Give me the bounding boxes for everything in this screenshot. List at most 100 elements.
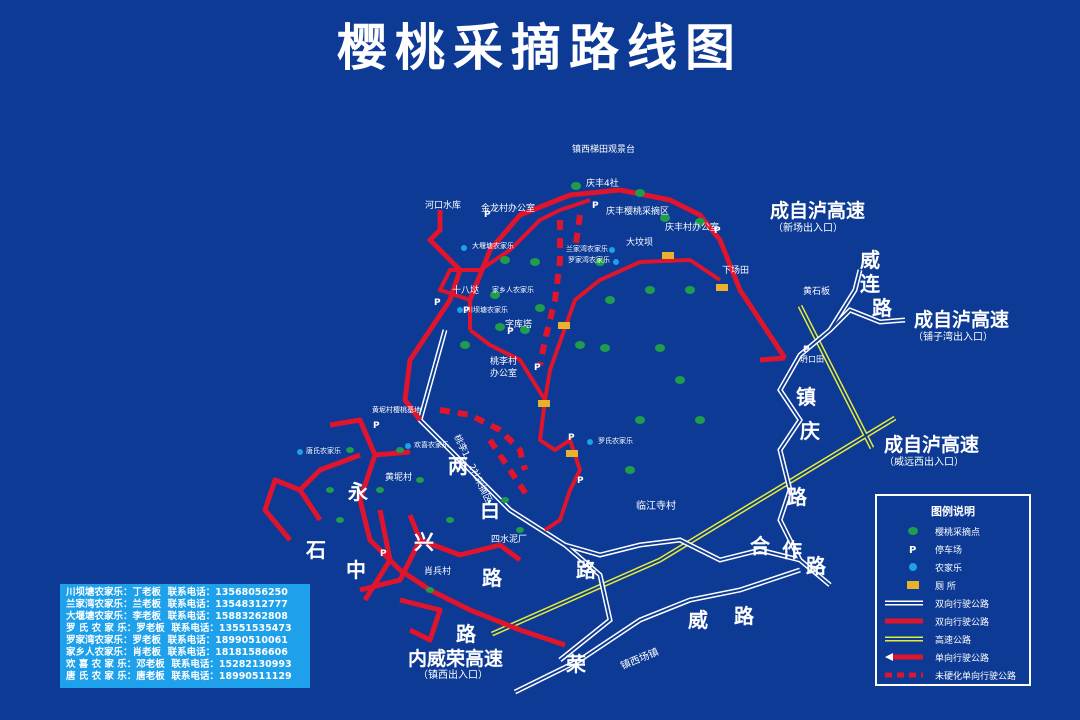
label-highway-xinchang: 成自泸高速 (770, 200, 866, 222)
highway-yellow (490, 304, 897, 637)
label-lanjiawan: 兰家湾农家乐 (566, 245, 608, 253)
svg-text:P: P (803, 345, 810, 355)
road-yongxing-char3: 路 (482, 566, 502, 590)
label-sishui: 四水泥厂 (491, 535, 528, 545)
contact-row: 罗家湾农家乐：罗老板 联系电话：18990510061 (66, 635, 288, 646)
farmhouse-icon (909, 563, 917, 571)
label-linjiangsi: 临江寺村 (636, 501, 676, 512)
wc-icon (907, 581, 919, 589)
svg-text:P: P (380, 549, 387, 559)
picking-dot-icon (908, 527, 918, 535)
legend-title: 图例说明 (931, 505, 975, 518)
label-exit-zhenxi: （镇西出入口） (418, 670, 488, 681)
white-road-icon (885, 600, 923, 606)
svg-text:P: P (909, 545, 916, 554)
label-shibadu: 十八垯 (452, 286, 480, 296)
legend-item-white-road: 双向行驶公路 (885, 596, 1025, 610)
road-weilian-char1: 威 (860, 248, 880, 272)
road-zhenqing-char1: 镇 (796, 385, 816, 409)
legend-item-oneway: 单向行驶公路 (885, 650, 1025, 664)
oneway-road-icon (885, 653, 923, 661)
label-chuanbatang: 川坝塘农家乐 (466, 306, 508, 314)
picking-dots (326, 182, 705, 593)
label-tankoutian: 坍口田 (800, 355, 824, 364)
contact-row: 大堰塘农家乐：李老板 联系电话：15883262808 (66, 611, 288, 622)
label-huangtancun-base: 黄坭村樱桃基地 (372, 406, 421, 414)
red-road-icon (885, 618, 923, 624)
road-white (417, 269, 906, 695)
label-xiaobingcun: 肖兵村 (424, 567, 452, 577)
legend-item-dot: 樱桃采摘点 (885, 524, 1025, 538)
road-liangbai-char2: 白 (480, 498, 500, 522)
road-red (262, 187, 788, 648)
label-jiaxiangren: 家乡人农家乐 (492, 286, 534, 294)
label-xiachangtian: 下场田 (722, 266, 750, 276)
road-zhenqing-char3: 路 (787, 485, 807, 509)
label-highway-weiyuan: 成自泸高速 (884, 434, 980, 456)
label-highway-neiweirong: 内威荣高速 (408, 648, 504, 670)
svg-text:P: P (484, 210, 491, 220)
label-qingfeng-cherry: 庆丰樱桃采摘区 (606, 207, 670, 217)
svg-text:P: P (577, 476, 584, 486)
road-yongxing-char1: 永 (348, 480, 368, 504)
road-shizhong-char1: 石 (306, 538, 326, 562)
road-liangbai-char3: 路 (576, 558, 596, 582)
highway-icon (885, 636, 923, 642)
road-hezuo-char1: 合 (750, 534, 770, 558)
contact-row: 家乡人农家乐：肖老板 联系电话：18181586606 (66, 647, 288, 658)
label-taoli-office: 桃李村 办公室 (490, 357, 518, 379)
contact-row: 兰家湾农家乐：兰老板 联系电话：13548312777 (66, 599, 288, 610)
road-weilu-char1: 威 (688, 608, 708, 632)
svg-text:P: P (534, 363, 541, 373)
svg-text:P: P (714, 226, 721, 236)
wc-markers (538, 252, 728, 457)
road-liangbai-char1: 两 (448, 454, 468, 478)
label-exit-puzi: （铺子湾出入口） (913, 332, 993, 343)
label-qingfeng4: 庆丰4社 (586, 179, 619, 189)
road-dashed (439, 214, 583, 502)
road-shizhong-char3: 路 (456, 622, 476, 646)
legend-item-highway: 高速公路 (885, 632, 1025, 646)
label-jinlong-office: 金龙村办公室 (481, 204, 536, 214)
label-zhenxi-viewpoint: 镇西梯田观景台 (572, 145, 636, 155)
label-exit-weiyuan: （威远西出入口） (884, 457, 964, 468)
svg-text:P: P (463, 306, 470, 316)
dashed-road-icon (885, 672, 923, 678)
road-hezuo-char3: 路 (806, 554, 826, 578)
road-weilian-char2: 连 (860, 272, 880, 296)
contact-row: 唐 氏 农 家 乐：唐老板 联系电话：18990511129 (66, 671, 292, 682)
legend-item-wc: 厕 所 (885, 578, 1025, 592)
svg-text:P: P (568, 433, 575, 443)
svg-text:P: P (592, 201, 599, 211)
svg-text:P: P (507, 327, 514, 337)
label-dayantang: 大堰塘农家乐 (472, 242, 514, 250)
farm-markers (297, 245, 619, 455)
road-weilu-char2: 路 (734, 604, 754, 628)
label-huangshibai: 黄石板 (803, 287, 831, 297)
parking-icon: P (909, 545, 916, 554)
label-huangtancun: 黄坭村 (385, 473, 413, 483)
road-zhenqing-char2: 庆 (800, 419, 820, 443)
svg-text:P: P (434, 298, 441, 308)
road-rong-char: 荣 (566, 652, 586, 676)
contacts-box: 川坝塘农家乐：丁老板 联系电话：13568056250 兰家湾农家乐：兰老板 联… (60, 584, 310, 688)
label-luojiawan: 罗家湾农家乐 (568, 256, 610, 264)
label-dafenba: 大坟坝 (626, 238, 654, 248)
legend-item-parking: P 停车场 (885, 542, 1025, 556)
road-shizhong-char2: 中 (346, 558, 366, 582)
road-yongxing-char2: 兴 (414, 530, 434, 554)
contact-row: 川坝塘农家乐：丁老板 联系电话：13568056250 (66, 587, 288, 598)
parking-markers: P P P P P P P P P P P P (373, 201, 810, 559)
label-huanxi: 欢喜农家乐 (414, 441, 449, 449)
contact-row: 罗 氏 农 家 乐：罗老板 联系电话：13551535473 (66, 623, 292, 634)
label-exit-xinchang: （新场出入口） (773, 223, 843, 234)
road-hezuo-char2: 作 (782, 538, 802, 562)
svg-text:P: P (373, 421, 380, 431)
legend: 图例说明 樱桃采摘点 P 停车场 农家乐 厕 所 双向行驶公路 双向行驶公路 高… (875, 494, 1031, 686)
legend-item-dashed: 未硬化单向行驶公路 (885, 668, 1025, 682)
legend-item-farm: 农家乐 (885, 560, 1025, 574)
contact-row: 欢 喜 农 家 乐：邓老板 联系电话：15282130993 (66, 659, 292, 670)
label-zikuta: 字库塔 (505, 320, 533, 330)
